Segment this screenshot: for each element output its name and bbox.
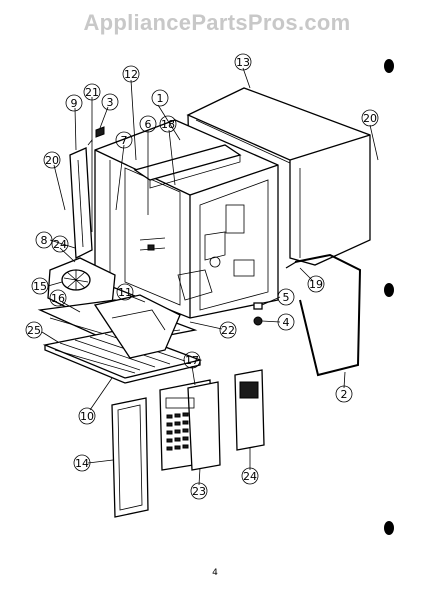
binder-hole-bottom [384,521,394,535]
callout-label: 2 [341,388,348,401]
callout-label: 8 [41,234,48,247]
callout-label: 19 [309,278,323,291]
screw-part [253,316,263,326]
callout-label: 18 [161,118,175,131]
watermark-logo: AppliancePartsPros.com [83,10,351,35]
front-panel-left [69,147,93,260]
binder-hole-top [384,59,394,73]
control-panel [159,379,221,471]
callout-label: 23 [192,485,206,498]
callout-label: 7 [121,134,128,147]
callout-label: 24 [243,470,257,483]
callout-label: 12 [124,68,138,81]
leader-lines [41,67,379,486]
callout-label: 17 [185,354,199,367]
callout-label: 21 [85,86,99,99]
callout-label: 1 [157,92,164,105]
callout-label: 14 [75,457,89,470]
power-cord [294,253,362,377]
binder-hole-middle [384,283,394,297]
callout-label: 24 [53,238,67,251]
callout-label: 13 [236,56,250,69]
page-number: 4 [212,568,218,578]
callout-label: 22 [221,324,235,337]
callout-label: 11 [118,286,132,299]
callout-label: 25 [27,324,41,337]
callout-label: 6 [145,118,152,131]
door-assembly [111,397,149,518]
part-callouts: 13 1 12 21 3 9 7 6 18 20 20 8 24 [25,53,379,500]
side-panel [234,369,265,451]
callout-label: 16 [51,292,65,305]
callout-label: 4 [283,316,290,329]
callout-label: 9 [71,97,78,110]
callout-label: 10 [80,410,94,423]
callout-label: 5 [283,291,290,304]
callout-label: 3 [107,96,114,109]
bushing-part [253,302,263,310]
callout-label: 20 [45,154,59,167]
keypad-buttons [166,412,189,451]
callout-label: 15 [33,280,47,293]
latch-part [95,126,105,138]
callout-label: 20 [363,112,377,125]
